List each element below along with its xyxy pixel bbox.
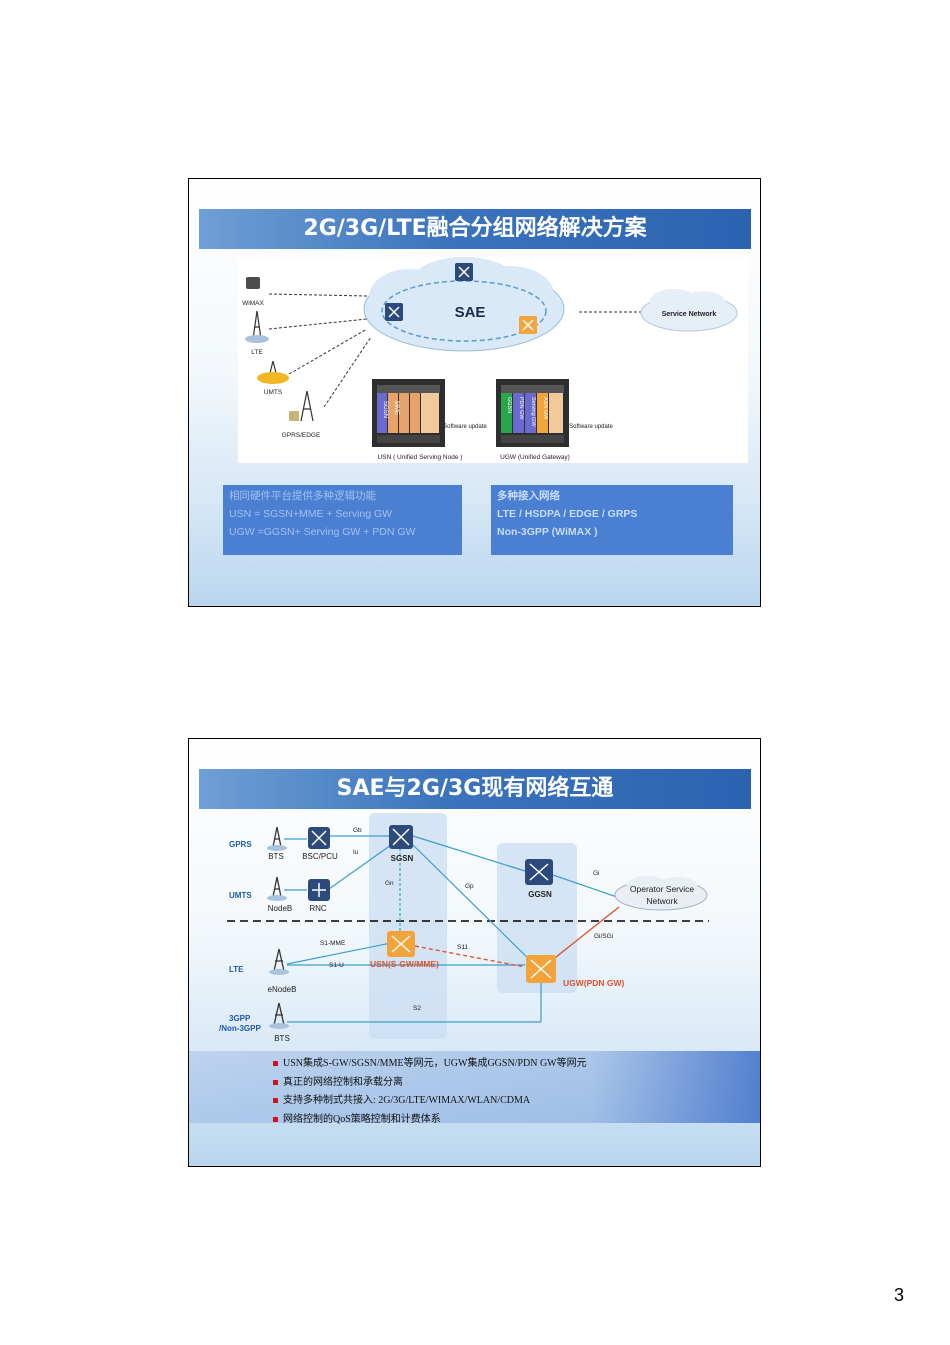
bts-label: BTS [268, 852, 284, 861]
ugw-chassis: GGSN PDN GW Serving GW ASN GW [496, 379, 569, 447]
rnc-label: RNC [309, 904, 327, 913]
software-update-usn: Software update [443, 424, 487, 430]
usn-chassis: SGSN MME [372, 379, 445, 447]
usn-icon [387, 931, 415, 957]
ugw-caption: UGW (Unified Gateway) [500, 454, 570, 461]
gi-sgi-link [550, 906, 620, 962]
lte-label: LTE [229, 965, 244, 974]
lte-tower-icon: LTE [245, 310, 269, 356]
operator-line-2: Network [646, 896, 678, 906]
bullet-marker-icon [273, 1098, 278, 1104]
mme-module-label: MME [393, 401, 399, 415]
slide-1: 2G/3G/LTE融合分组网络解决方案 SAE [188, 178, 761, 607]
sgsn-module-label: SGSN [382, 401, 388, 418]
access-links [268, 293, 644, 408]
gp-label: Gp [465, 883, 474, 890]
usn-caption: USN ( Unified Serving Node ) [378, 454, 463, 461]
tower-icons [272, 826, 285, 1026]
bullet-item: 支持多种制式共接入: 2G/3G/LTE/WIMAX/WLAN/CDMA [273, 1092, 760, 1111]
gi-sgi-label: Gi/SGi [594, 933, 613, 940]
bts-base-icon [267, 845, 287, 851]
s11-label: S11 [457, 944, 468, 951]
router-icon [385, 303, 403, 321]
ggsn-icon [525, 859, 553, 885]
enodeb-label: eNodeB [268, 985, 297, 994]
interworking-diagram: GPRS UMTS LTE 3GPP /Non-3GPP [219, 813, 709, 1043]
nodeb-label: NodeB [268, 904, 292, 913]
gi-label: Gi [593, 870, 600, 877]
s1-mme-label: S1-MME [320, 940, 346, 947]
info-heading: 多种接入网络 [497, 490, 560, 502]
info-line: USN = SGSN+MME + Serving GW [229, 508, 393, 520]
ugw-label: UGW(PDN GW) [563, 978, 625, 988]
bsc-pcu-label: BSC/PCU [302, 852, 338, 861]
3gpp-label: 3GPP [229, 1014, 251, 1023]
serving-gw-module-label: Serving GW [530, 397, 536, 427]
sae-cloud: SAE [363, 257, 565, 352]
gn-label: Gn [385, 880, 394, 887]
nodeb-base-icon [267, 895, 287, 901]
bullet-panel: USN集成S-GW/SGSN/MME等网元，UGW集成GGSN/PDN GW等网… [189, 1051, 760, 1125]
gprs-tower-icon: GPRS/EDGE [282, 390, 321, 439]
sgsn-label: SGSN [391, 854, 414, 863]
non-3gpp-label: /Non-3GPP [219, 1024, 261, 1033]
operator-service-network-cloud: Operator Service Network [614, 876, 708, 911]
umts-tower-icon: UMTS [257, 360, 289, 396]
rnc-icon [308, 879, 330, 901]
slide-2: SAE与2G/3G现有网络互通 GPRS UMTS LTE 3GPP /N [188, 738, 761, 1167]
bullet-item: USN集成S-GW/SGSN/MME等网元，UGW集成GGSN/PDN GW等网… [273, 1055, 760, 1074]
bts-3gpp-label: BTS [274, 1034, 290, 1043]
bsc-pcu-icon [308, 827, 330, 849]
router-icon [519, 316, 537, 334]
usn-zone [369, 813, 447, 1039]
access-networks-info-box: 多种接入网络 LTE / HSDPA / EDGE / GRPS Non-3GP… [491, 485, 733, 555]
gb-label: Gb [353, 827, 362, 834]
ugw-icon [526, 955, 556, 983]
slide-2-title: SAE与2G/3G现有网络互通 [199, 769, 751, 809]
s2-label: S2 [413, 1005, 421, 1012]
info-line: Non-3GPP (WiMAX ) [497, 526, 598, 538]
info-line: LTE / HSDPA / EDGE / GRPS [497, 508, 638, 520]
sgsn-icon [389, 825, 413, 849]
bullet-marker-icon [273, 1116, 278, 1122]
gprs-edge-label: GPRS/EDGE [282, 432, 321, 439]
usn-label: USN(S-GW/MME) [370, 959, 439, 969]
asn-gw-module-label: ASN GW [542, 397, 548, 420]
bullet-marker-icon [273, 1061, 278, 1067]
info-heading: 相同硬件平台提供多种逻辑功能 [229, 490, 376, 502]
operator-line-1: Operator Service [630, 884, 695, 894]
ggsn-label: GGSN [528, 890, 552, 899]
router-icon [455, 263, 473, 281]
lte-label: LTE [251, 349, 263, 356]
usn-ugw-info-box: 相同硬件平台提供多种逻辑功能 USN = SGSN+MME + Serving … [223, 485, 462, 555]
bts-base-icon [269, 1023, 289, 1029]
service-network-cloud: Service Network [640, 289, 738, 332]
bullet-item: 真正的网络控制和承载分离 [273, 1074, 760, 1093]
wimax-icon: WiMAX [242, 277, 264, 307]
info-line: UGW =GGSN+ Serving GW + PDN GW [229, 526, 416, 538]
links [284, 835, 618, 1023]
bullet-marker-icon [273, 1079, 278, 1085]
software-update-ugw: Software update [569, 424, 613, 430]
pdn-gw-module-label: PDN GW [518, 397, 524, 420]
sae-label: SAE [455, 304, 486, 321]
bullet-item: 网络控制的QoS策略控制和计费体系 [273, 1111, 760, 1130]
umts-label: UMTS [229, 891, 252, 900]
enodeb-base-icon [269, 969, 289, 975]
ggsn-module-label: GGSN [506, 397, 512, 413]
sae-network-diagram: SAE Service Network WiMAX LTE [242, 257, 738, 461]
s11-link [414, 945, 526, 968]
iu-label: Iu [353, 849, 359, 856]
service-network-label: Service Network [662, 311, 717, 318]
gprs-label: GPRS [229, 840, 252, 849]
s1-u-label: S1-U [329, 962, 344, 969]
slide-1-title: 2G/3G/LTE融合分组网络解决方案 [199, 209, 751, 249]
page-number: 3 [894, 1285, 905, 1305]
wimax-label: WiMAX [242, 300, 264, 307]
umts-label: UMTS [264, 389, 283, 396]
